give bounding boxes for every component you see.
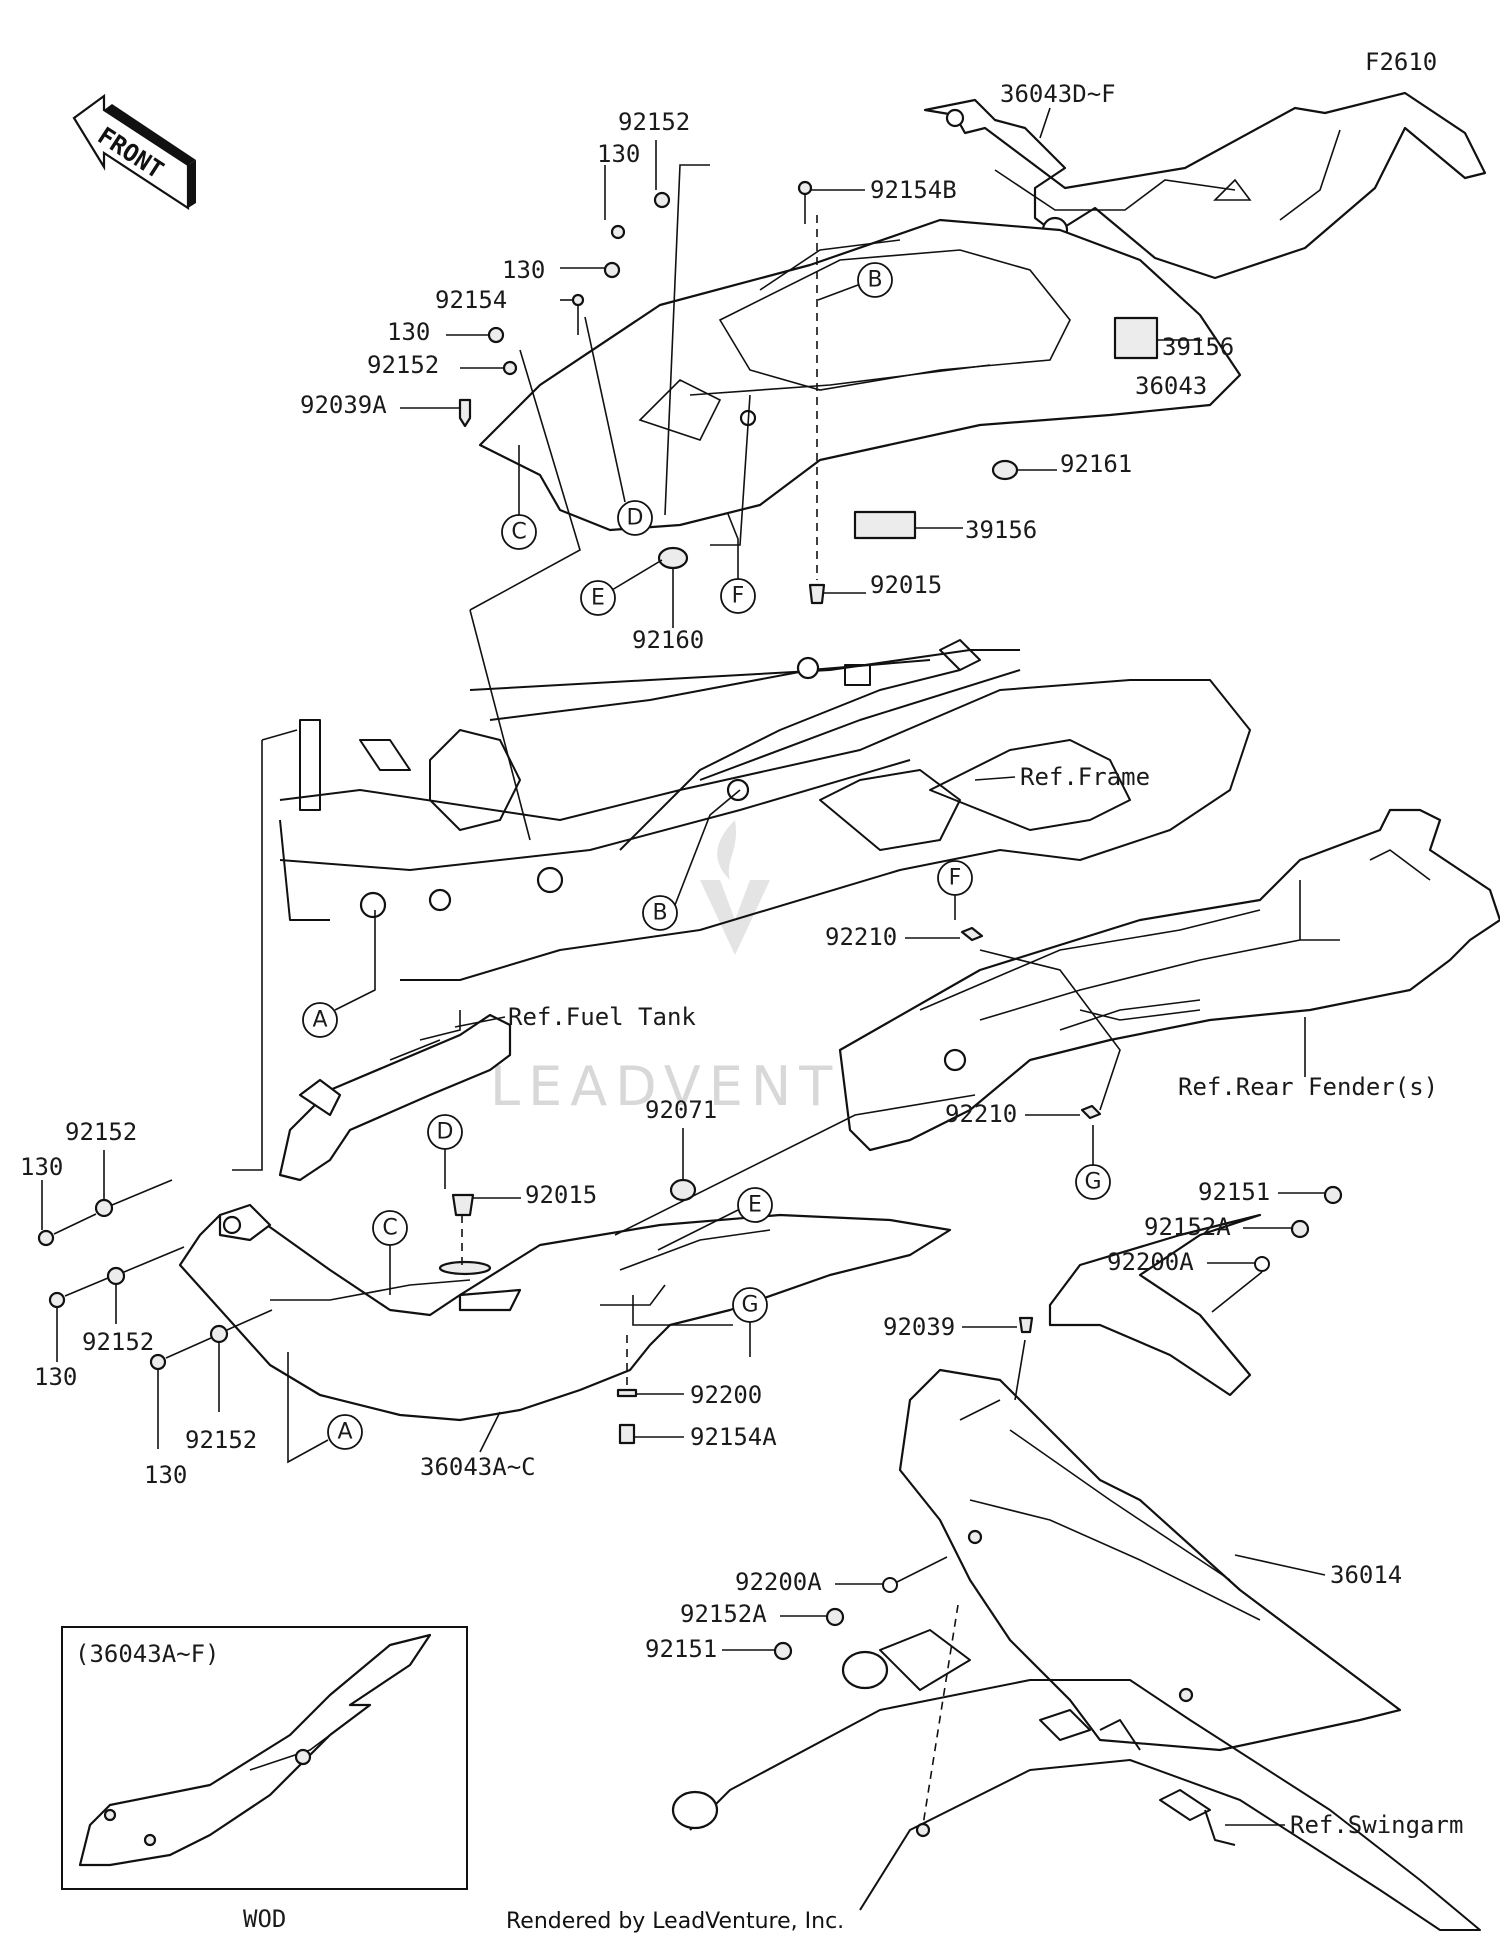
svg-text:F: F: [732, 584, 745, 609]
label-130-top2: 130: [502, 256, 545, 284]
label-130-top1: 130: [597, 140, 640, 168]
label-92152-l1: 92152: [65, 1118, 137, 1146]
fuel-tank-bracket-drawing: [278, 1010, 512, 1182]
svg-text:E: E: [748, 1193, 762, 1218]
label-92200A-r: 92200A: [1107, 1248, 1194, 1276]
callout-A-frame: A: [302, 1002, 338, 1038]
label-92152-l3: 92152: [185, 1426, 257, 1454]
label-92152-top2: 92152: [367, 351, 439, 379]
svg-text:F: F: [949, 866, 962, 891]
callout-B-frame: B: [642, 895, 678, 931]
inset-title: (36043A~F): [75, 1640, 220, 1668]
svg-text:E: E: [591, 586, 605, 611]
label-92015-mid: 92015: [525, 1181, 597, 1209]
label-92161: 92161: [1060, 450, 1132, 478]
svg-text:A: A: [337, 1420, 352, 1445]
label-36043DF: 36043D~F: [1000, 80, 1116, 108]
label-92210-a: 92210: [825, 923, 897, 951]
svg-text:G: G: [741, 1293, 758, 1318]
label-92151-r: 92151: [1198, 1178, 1270, 1206]
label-92154A: 92154A: [690, 1423, 777, 1451]
callout-D-mid: D: [427, 1114, 463, 1150]
label-92200A-b: 92200A: [735, 1568, 822, 1596]
label-92154B: 92154B: [870, 176, 957, 204]
side-cover-36043AC-drawing: [178, 1203, 952, 1422]
label-39156-a: 39156: [1162, 333, 1234, 361]
callout-G-mid: G: [732, 1287, 768, 1323]
callout-F-top: F: [720, 578, 756, 614]
callout-A-mid: A: [327, 1414, 363, 1450]
callout-F-fender: F: [937, 860, 973, 896]
label-36043: 36043: [1135, 372, 1207, 400]
label-92152-top: 92152: [618, 108, 690, 136]
rear-fender-drawing: [838, 808, 1500, 1152]
ref-fuel-tank: Ref.Fuel Tank: [508, 1003, 696, 1031]
label-92152A-b: 92152A: [680, 1600, 767, 1628]
label-36043AC: 36043A~C: [420, 1453, 536, 1481]
label-92151-b: 92151: [645, 1635, 717, 1663]
label-130-l2: 130: [34, 1363, 77, 1391]
label-92015-top: 92015: [870, 571, 942, 599]
fasteners-top: [400, 140, 1202, 628]
label-92039A: 92039A: [300, 391, 387, 419]
callout-B-top: B: [857, 262, 893, 298]
label-92200: 92200: [690, 1381, 762, 1409]
svg-text:B: B: [867, 268, 882, 293]
svg-text:C: C: [382, 1216, 397, 1241]
label-92160: 92160: [632, 626, 704, 654]
callout-E-mid: E: [737, 1187, 773, 1223]
inset-caption: WOD: [243, 1905, 286, 1933]
callout-D-top: D: [617, 500, 653, 536]
label-92210-b: 92210: [945, 1100, 1017, 1128]
callout-G-fender: G: [1075, 1164, 1111, 1200]
label-92154: 92154: [435, 286, 507, 314]
label-36014: 36014: [1330, 1561, 1402, 1589]
svg-text:D: D: [627, 506, 644, 531]
callout-C-top: C: [501, 514, 537, 550]
callout-E-top: E: [580, 580, 616, 616]
label-130-l1: 130: [20, 1153, 63, 1181]
inset-box: (36043A~F) WOD: [61, 1626, 468, 1933]
label-92152-l2: 92152: [82, 1328, 154, 1356]
label-130-top3: 130: [387, 318, 430, 346]
svg-text:B: B: [652, 901, 667, 926]
label-92152A-r: 92152A: [1144, 1213, 1231, 1241]
label-92071: 92071: [645, 1096, 717, 1124]
chain-cover-36014-drawing: [898, 1213, 1402, 1752]
frame-drawing: [279, 639, 1251, 981]
figure-code: F2610: [1365, 48, 1437, 76]
fasteners-left: [37, 1150, 273, 1449]
callout-C-mid: C: [372, 1210, 408, 1246]
seat-cover-36043-drawing: [478, 218, 1242, 532]
svg-text:A: A: [312, 1008, 327, 1033]
swingarm-drawing: [671, 1604, 1481, 1931]
label-92039: 92039: [883, 1313, 955, 1341]
footer-credit: Rendered by LeadVenture, Inc.: [506, 1909, 844, 1934]
ref-swingarm: Ref.Swingarm: [1290, 1811, 1463, 1839]
ref-frame: Ref.Frame: [1020, 763, 1150, 791]
label-39156-b: 39156: [965, 516, 1037, 544]
svg-text:G: G: [1084, 1170, 1101, 1195]
label-130-l3: 130: [144, 1461, 187, 1489]
front-arrow-icon: FRONT: [72, 93, 196, 211]
ref-rear-fender: Ref.Rear Fender(s): [1178, 1073, 1438, 1101]
svg-text:D: D: [437, 1120, 454, 1145]
svg-text:C: C: [511, 520, 526, 545]
